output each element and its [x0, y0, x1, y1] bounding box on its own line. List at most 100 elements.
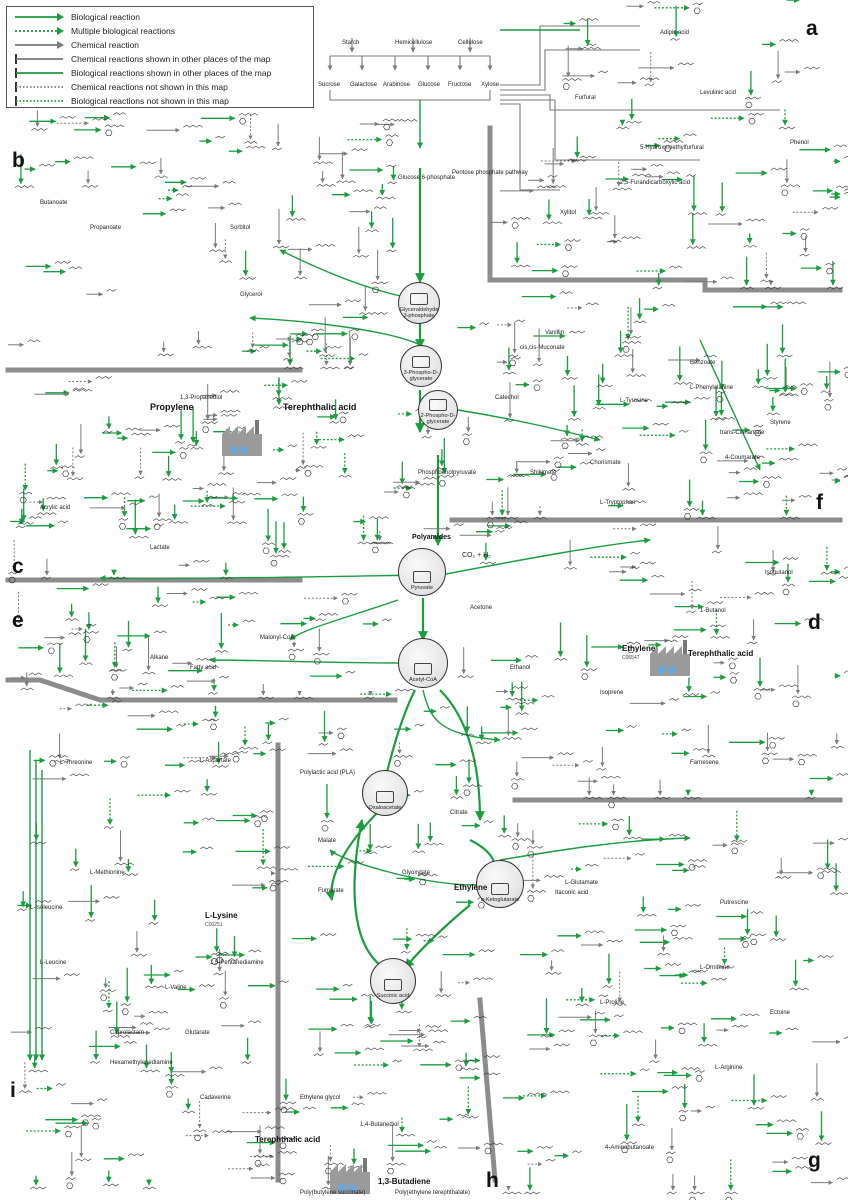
molecule-structure	[99, 989, 116, 993]
molecule-structure	[207, 483, 227, 486]
ring-structure	[165, 1091, 173, 1098]
hub-2-phospho-d-glycerate: 2-Phospho-D-glycerate	[418, 390, 458, 430]
hub-alpha-ketoglutarate: α-Ketoglutarate	[476, 860, 524, 908]
molecule-structure	[261, 542, 276, 546]
molecule-structure	[541, 694, 555, 698]
molecule-structure	[228, 958, 239, 961]
molecule-structure	[532, 379, 543, 383]
molecule-structure	[48, 755, 69, 758]
molecule-structure	[272, 406, 293, 409]
molecule-structure	[631, 1123, 645, 1127]
molecule-structure	[102, 1183, 119, 1187]
molecule-structure	[72, 387, 86, 391]
ring-structure	[608, 801, 616, 809]
ring-structure	[627, 646, 635, 654]
molecule-structure	[375, 845, 392, 849]
molecule-structure	[202, 817, 216, 821]
molecule-structure	[53, 674, 74, 678]
ring-structure	[66, 1182, 74, 1189]
molecule-structure	[358, 353, 369, 356]
molecule-structure	[526, 845, 544, 849]
sugar-monomer-label: Xylose	[481, 82, 500, 88]
molecule-structure	[215, 650, 229, 653]
hub-label: Acetyl-CoA	[409, 676, 437, 683]
molecule-structure	[148, 922, 159, 925]
ring-structure	[419, 878, 427, 886]
ring-structure	[179, 452, 187, 459]
legend-swatch-multiple	[15, 27, 64, 35]
molecule-structure	[564, 239, 581, 242]
reaction-bundle	[99, 574, 439, 582]
molecule-structure	[683, 133, 697, 137]
molecule-structure	[639, 561, 656, 565]
molecule-structure	[838, 837, 848, 841]
molecule-structure	[14, 185, 35, 188]
molecule-structure	[479, 561, 497, 565]
molecule-structure	[421, 435, 432, 439]
molecule-structure	[843, 188, 848, 192]
ring-structure	[781, 189, 789, 196]
ring-structure	[216, 956, 224, 964]
molecule-structure	[82, 631, 100, 634]
molecule-structure	[550, 1090, 570, 1094]
molecule-structure	[153, 630, 167, 634]
molecule-structure	[626, 725, 637, 728]
molecule-structure	[820, 390, 831, 394]
molecule-structure	[371, 312, 388, 315]
molecule-structure	[352, 254, 369, 258]
molecule-structure	[343, 366, 354, 369]
molecule-structure	[836, 1177, 848, 1180]
molecule-structure	[553, 456, 564, 460]
molecule-structure	[670, 924, 687, 928]
molecule-structure	[686, 174, 697, 177]
hub-3-phospho-d-glycerate: 3-Phospho-D-glycerate	[400, 345, 442, 387]
molecule-structure	[262, 741, 273, 745]
ring-structure	[561, 442, 569, 449]
molecule-structure	[558, 1029, 575, 1033]
molecule-structure	[639, 77, 660, 81]
panel-letter-a: a	[806, 17, 818, 40]
ring-structure	[153, 523, 161, 530]
compound-label-glycerol: Glycerol	[240, 292, 263, 298]
molecule-structure	[231, 750, 249, 754]
ring-structure	[695, 1075, 703, 1082]
compound-label-farnesene: Farnesene	[690, 760, 719, 766]
molecule-structure	[502, 737, 522, 740]
molecule-structure	[219, 752, 240, 756]
molecule-structure	[709, 624, 726, 628]
molecule-structure	[549, 469, 560, 472]
molecule-structure	[453, 523, 464, 527]
molecule-structure	[313, 1053, 324, 1056]
legend-swatch-chemical-bar	[15, 54, 63, 64]
factory-icon	[330, 1158, 370, 1194]
compound-label-lactate: Lactate	[150, 545, 170, 551]
compound-label-proline: L-Proline	[600, 1000, 625, 1006]
molecule-structure	[544, 875, 564, 878]
compound-label-arginine: L-Arginine	[715, 1065, 743, 1071]
compound-label-muconic: cis,cis-Muconate	[520, 345, 565, 351]
molecule-structure	[303, 1106, 317, 1110]
ring-structure	[761, 757, 770, 764]
molecule-structure	[165, 1085, 179, 1089]
hub-structure	[414, 662, 432, 675]
compound-label-adipic: Adipic acid	[660, 30, 690, 36]
molecule-structure	[395, 1010, 412, 1014]
molecule-structure	[697, 1043, 718, 1047]
molecule-structure	[238, 112, 259, 116]
molecule-structure	[338, 474, 352, 478]
molecule-structure	[780, 516, 800, 520]
molecule-structure	[462, 433, 473, 436]
legend-label: Chemical reaction	[71, 40, 140, 50]
ring-structure	[64, 1131, 72, 1138]
hub-acetyl-coa: Acetyl-CoA	[398, 638, 448, 688]
panel-letter-b: b	[12, 149, 25, 172]
ring-structure	[782, 588, 790, 596]
molecule-structure	[198, 984, 215, 987]
molecule-structure	[718, 965, 735, 969]
compound-label-malonyl: Malonyl-CoA	[260, 635, 295, 641]
molecule-structure	[450, 796, 464, 799]
molecule-structure	[435, 467, 446, 471]
ring-structure	[729, 677, 738, 684]
compound-label-pet: Poly(ethylene terephthalate)	[395, 1190, 471, 1196]
molecule-structure	[438, 474, 455, 478]
